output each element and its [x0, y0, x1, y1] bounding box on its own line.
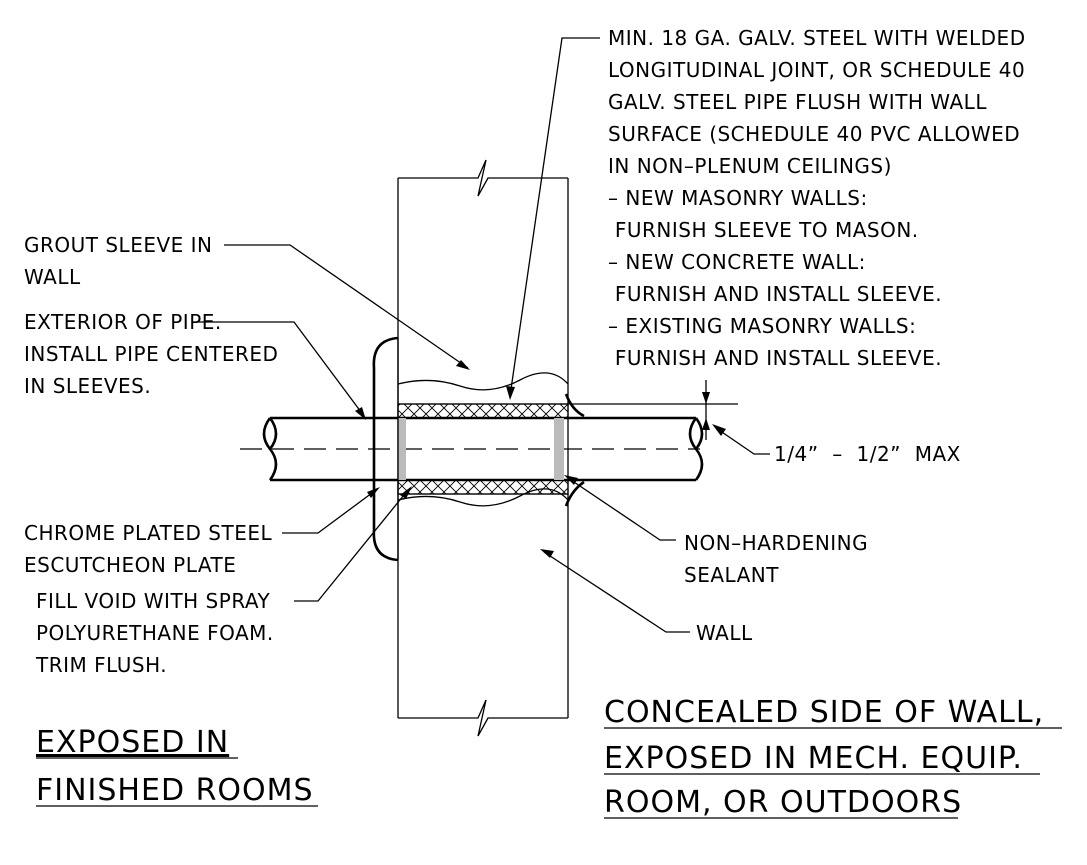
svg-text:FURNISH AND INSTALL SLEEVE.: FURNISH AND INSTALL SLEEVE.	[608, 282, 942, 306]
svg-text:FURNISH AND INSTALL SLEEVE.: FURNISH AND INSTALL SLEEVE.	[608, 346, 942, 370]
escutcheon-note: CHROME PLATED STEEL ESCUTCHEON PLATE	[24, 521, 272, 577]
svg-text:CONCEALED SIDE OF WALL,: CONCEALED SIDE OF WALL,	[604, 695, 1044, 730]
svg-text:– NEW MASONRY WALLS:: – NEW MASONRY WALLS:	[608, 186, 868, 210]
svg-text:WALL: WALL	[24, 265, 81, 289]
pipe	[240, 416, 704, 482]
svg-text:MIN. 18 GA. GALV. STEEL WITH W: MIN. 18 GA. GALV. STEEL WITH WELDED	[608, 26, 1026, 50]
foam-note: FILL VOID WITH SPRAY POLYURETHANE FOAM. …	[35, 589, 274, 677]
sleeve-spec-note: MIN. 18 GA. GALV. STEEL WITH WELDED LONG…	[608, 26, 1026, 370]
escutcheon-plate	[372, 336, 399, 562]
svg-text:EXPOSED IN MECH. EQUIP.: EXPOSED IN MECH. EQUIP.	[604, 741, 1023, 776]
clearance-note: 1/4” – 1/2” MAX	[774, 442, 961, 466]
svg-text:ESCUTCHEON PLATE: ESCUTCHEON PLATE	[24, 553, 236, 577]
svg-text:SURFACE (SCHEDULE 40 PVC ALLOW: SURFACE (SCHEDULE 40 PVC ALLOWED	[608, 122, 1020, 146]
wall	[397, 159, 569, 737]
svg-text:POLYURETHANE FOAM.: POLYURETHANE FOAM.	[36, 621, 274, 645]
svg-text:ROOM, OR OUTDOORS: ROOM, OR OUTDOORS	[604, 785, 962, 820]
sealant-note: NON–HARDENING SEALANT	[684, 531, 868, 587]
spray-foam-fill	[397, 403, 569, 495]
svg-text:IN NON–PLENUM CEILINGS): IN NON–PLENUM CEILINGS)	[608, 154, 892, 178]
svg-text:INSTALL PIPE CENTERED: INSTALL PIPE CENTERED	[24, 342, 278, 366]
svg-text:NON–HARDENING: NON–HARDENING	[684, 531, 868, 555]
wall-note: WALL	[696, 621, 753, 645]
svg-text:EXPOSED IN: EXPOSED IN	[36, 725, 229, 760]
clearance-dimension	[568, 380, 738, 440]
sealant-bead	[564, 393, 585, 507]
svg-text:FURNISH SLEEVE TO MASON.: FURNISH SLEEVE TO MASON.	[608, 218, 919, 242]
grout-sleeve-note: GROUT SLEEVE IN WALL	[24, 233, 213, 289]
void-gaps	[398, 418, 564, 480]
svg-text:IN SLEEVES.: IN SLEEVES.	[24, 374, 151, 398]
exterior-of-pipe-note: EXTERIOR OF PIPE. INSTALL PIPE CENTERED …	[24, 310, 278, 398]
svg-text:– EXISTING MASONRY WALLS:: – EXISTING MASONRY WALLS:	[608, 314, 916, 338]
svg-text:LONGITUDINAL JOINT, OR SCHEDUL: LONGITUDINAL JOINT, OR SCHEDULE 40	[608, 58, 1025, 82]
svg-text:SEALANT: SEALANT	[684, 563, 779, 587]
leader-lines	[196, 37, 770, 633]
title-concealed-side: CONCEALED SIDE OF WALL, EXPOSED IN MECH.…	[604, 695, 1062, 820]
svg-text:FILL VOID WITH SPRAY: FILL VOID WITH SPRAY	[36, 589, 271, 613]
svg-text:TRIM FLUSH.: TRIM FLUSH.	[35, 653, 167, 677]
title-exposed-finished-rooms: EXPOSED IN FINISHED ROOMS	[36, 725, 318, 808]
svg-text:GROUT SLEEVE IN: GROUT SLEEVE IN	[24, 233, 213, 257]
svg-text:FINISHED ROOMS: FINISHED ROOMS	[36, 773, 314, 808]
svg-text:CHROME PLATED STEEL: CHROME PLATED STEEL	[24, 521, 272, 545]
svg-text:– NEW CONCRETE WALL:: – NEW CONCRETE WALL:	[608, 250, 866, 274]
svg-text:EXTERIOR OF PIPE.: EXTERIOR OF PIPE.	[24, 310, 222, 334]
svg-text:GALV. STEEL PIPE FLUSH WITH WA: GALV. STEEL PIPE FLUSH WITH WALL	[608, 90, 987, 114]
